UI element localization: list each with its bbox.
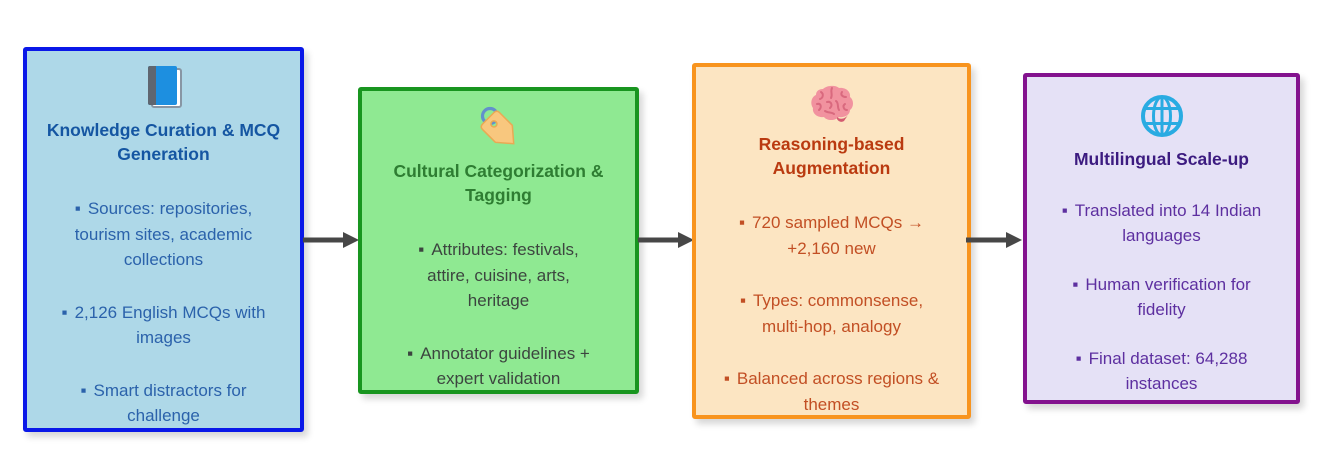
book-icon: [143, 64, 185, 110]
bullet-item: Smart distractors for challenge: [41, 378, 286, 429]
stage-title: Knowledge Curation & MCQ Generation: [46, 120, 281, 164]
stage-title: Multilingual Scale-up: [1073, 149, 1249, 169]
bullet-item: Balanced across regions & themes: [710, 366, 953, 417]
bullet-item: Human verification for fidelity: [1041, 272, 1282, 323]
stage-bullets: 720 sampled MCQs → +2,160 new Types: com…: [710, 210, 953, 417]
stage-card-multilingual-scaleup: Multilingual Scale-up Translated into 14…: [1023, 73, 1300, 404]
flow-arrow: [638, 230, 694, 250]
stage-bullets: Attributes: festivals, attire, cuisine, …: [376, 237, 621, 392]
bullet-item: Translated into 14 Indian languages: [1041, 198, 1282, 249]
bullet-item: Attributes: festivals, attire, cuisine, …: [376, 237, 621, 314]
flow-arrow: [303, 230, 359, 250]
bullet-item: Final dataset: 64,288 instances: [1041, 346, 1282, 397]
flow-arrow: [966, 230, 1022, 250]
bullet-item: 2,126 English MCQs with images: [41, 300, 286, 351]
stage-bullets: Sources: repositories, tourism sites, ac…: [41, 196, 286, 429]
stage-bullets: Translated into 14 Indian languages Huma…: [1041, 198, 1282, 397]
bullet-item: Annotator guidelines + expert validation: [376, 341, 621, 392]
bullet-item: Types: commonsense, multi-hop, analogy: [710, 288, 953, 339]
stage-title: Reasoning-based Augmentation: [758, 134, 905, 178]
globe-icon: [1139, 93, 1185, 139]
tag-icon: [476, 105, 522, 151]
stage-card-cultural-categorization: Cultural Categorization & Tagging Attrib…: [358, 87, 639, 394]
stage-title: Cultural Categorization & Tagging: [393, 161, 604, 205]
bullet-item: Sources: repositories, tourism sites, ac…: [41, 196, 286, 273]
brain-icon: [809, 84, 855, 124]
stage-card-knowledge-curation: Knowledge Curation & MCQ Generation Sour…: [23, 47, 304, 432]
bullet-item: 720 sampled MCQs → +2,160 new: [710, 210, 953, 261]
stage-card-reasoning-augmentation: Reasoning-based Augmentation 720 sampled…: [692, 63, 971, 419]
